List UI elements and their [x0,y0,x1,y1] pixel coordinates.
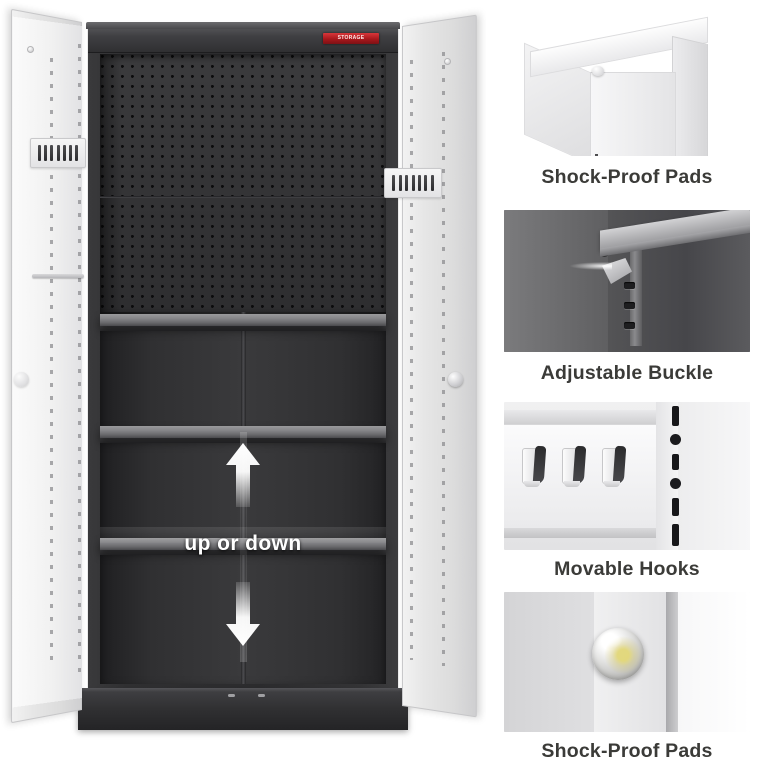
panel-bottom-rail [504,528,656,538]
rail-slot [672,498,679,516]
door-gap [595,154,598,156]
rail-slot-hole [670,478,681,489]
left-door-brace [32,274,84,278]
louver-slot [68,144,72,162]
left-door-inner-face [12,16,82,708]
right-door-perf-strip [442,52,445,666]
right-door-louver-vent [384,168,442,198]
left-door-hinge-pin [27,46,34,53]
pegboard-back-panel [100,54,386,312]
dome-highlight [602,635,622,648]
louver-slot [417,174,421,192]
feature-caption: Adjustable Buckle [540,362,714,384]
adjustment-slot [624,322,635,329]
rail-slot [672,406,679,426]
rail-slot [672,524,679,546]
left-door-perf-strip [78,44,81,676]
pegboard-seam [100,196,386,198]
cabinet-illustration: up or down STORAGE [11,8,477,730]
shock-proof-pads-door-photo [504,592,750,732]
louver-slot [74,144,78,162]
panel-top-rail [504,410,656,424]
hook-shadow [572,445,587,485]
shelf-1[interactable] [100,314,386,326]
hook-tip [604,481,620,487]
left-door-lock[interactable] [14,372,29,387]
feature-caption: Shock-Proof Pads [541,166,713,188]
shelf-3[interactable] [100,538,386,550]
louver-slot [398,174,402,192]
right-door-perf-strip [410,60,413,660]
movable-hooks-photo [504,402,750,550]
feature-caption: Movable Hooks [554,558,700,580]
door-front-face [590,72,676,156]
cabinet-plinth-base [78,692,408,730]
arrow-down-icon [226,582,260,646]
right-door-lock[interactable] [448,372,463,387]
adjustment-slot [624,302,635,309]
hook-tip [524,481,540,487]
adjustment-slot [624,282,635,289]
louver-slot [50,144,54,162]
shelf-surface-2 [100,434,386,443]
adjustable-buckle-photo [504,210,750,352]
arrow-up-icon [226,443,260,507]
rail-slot [672,454,679,470]
feature-item-movable-hooks: Movable Hooks [486,390,768,580]
louver-slot [56,144,60,162]
feature-caption: Shock-Proof Pads [541,740,713,762]
plinth-screw [258,694,265,697]
louver-slot [38,144,42,162]
right-door-hinge-pin [444,58,451,65]
movable-hook-icon[interactable] [602,445,628,488]
hook-tip [564,481,580,487]
door-gap [666,592,678,732]
feature-callout-column: Shock-Proof Pads Adjustable Buckle [486,0,768,768]
hook-shadow [612,445,627,485]
rail-slot-hole [670,434,681,445]
feature-item-adjustable-buckle: Adjustable Buckle [486,196,768,386]
movable-hook-icon[interactable] [522,445,548,488]
adjustment-post [630,238,642,346]
shelf-2[interactable] [100,426,386,438]
louver-slot [424,174,428,192]
door-panel-left [504,592,594,732]
plinth-top-edge [78,688,408,694]
feature-item-shock-proof-pads-top: Shock-Proof Pads [486,0,768,196]
shelf-highlight-band [100,527,386,543]
hook-shadow [532,445,547,485]
background-door [678,402,750,550]
main-product-image: up or down STORAGE [11,8,477,730]
louver-slot [392,174,396,192]
shelf-surface-1 [100,322,386,331]
up-or-down-label: up or down [184,532,302,555]
movable-hook-icon[interactable] [562,445,588,488]
louver-slot [405,174,409,192]
shock-proof-pads-top-photo [504,14,750,156]
brand-badge-text: STORAGE [337,35,365,41]
louver-slot [430,174,434,192]
shock-pad-icon [592,66,604,76]
arrow-stem [240,432,247,662]
left-door-louver-vent [30,138,86,168]
louver-slot [62,144,66,162]
louver-slot [411,174,415,192]
door-panel-right [678,592,750,732]
right-door[interactable] [402,14,477,718]
metal-glint [570,262,612,270]
interior-left-wall [504,210,608,352]
left-door-perf-strip [50,58,53,668]
cabinet-top-lip [86,22,400,29]
plinth-screw [228,694,235,697]
cabinet-side-face [672,35,708,156]
shelf-surface-3 [100,546,386,555]
feature-item-shock-proof-pads-door: Shock-Proof Pads [486,580,768,768]
brand-badge: STORAGE [323,33,379,44]
louver-slot [44,144,48,162]
